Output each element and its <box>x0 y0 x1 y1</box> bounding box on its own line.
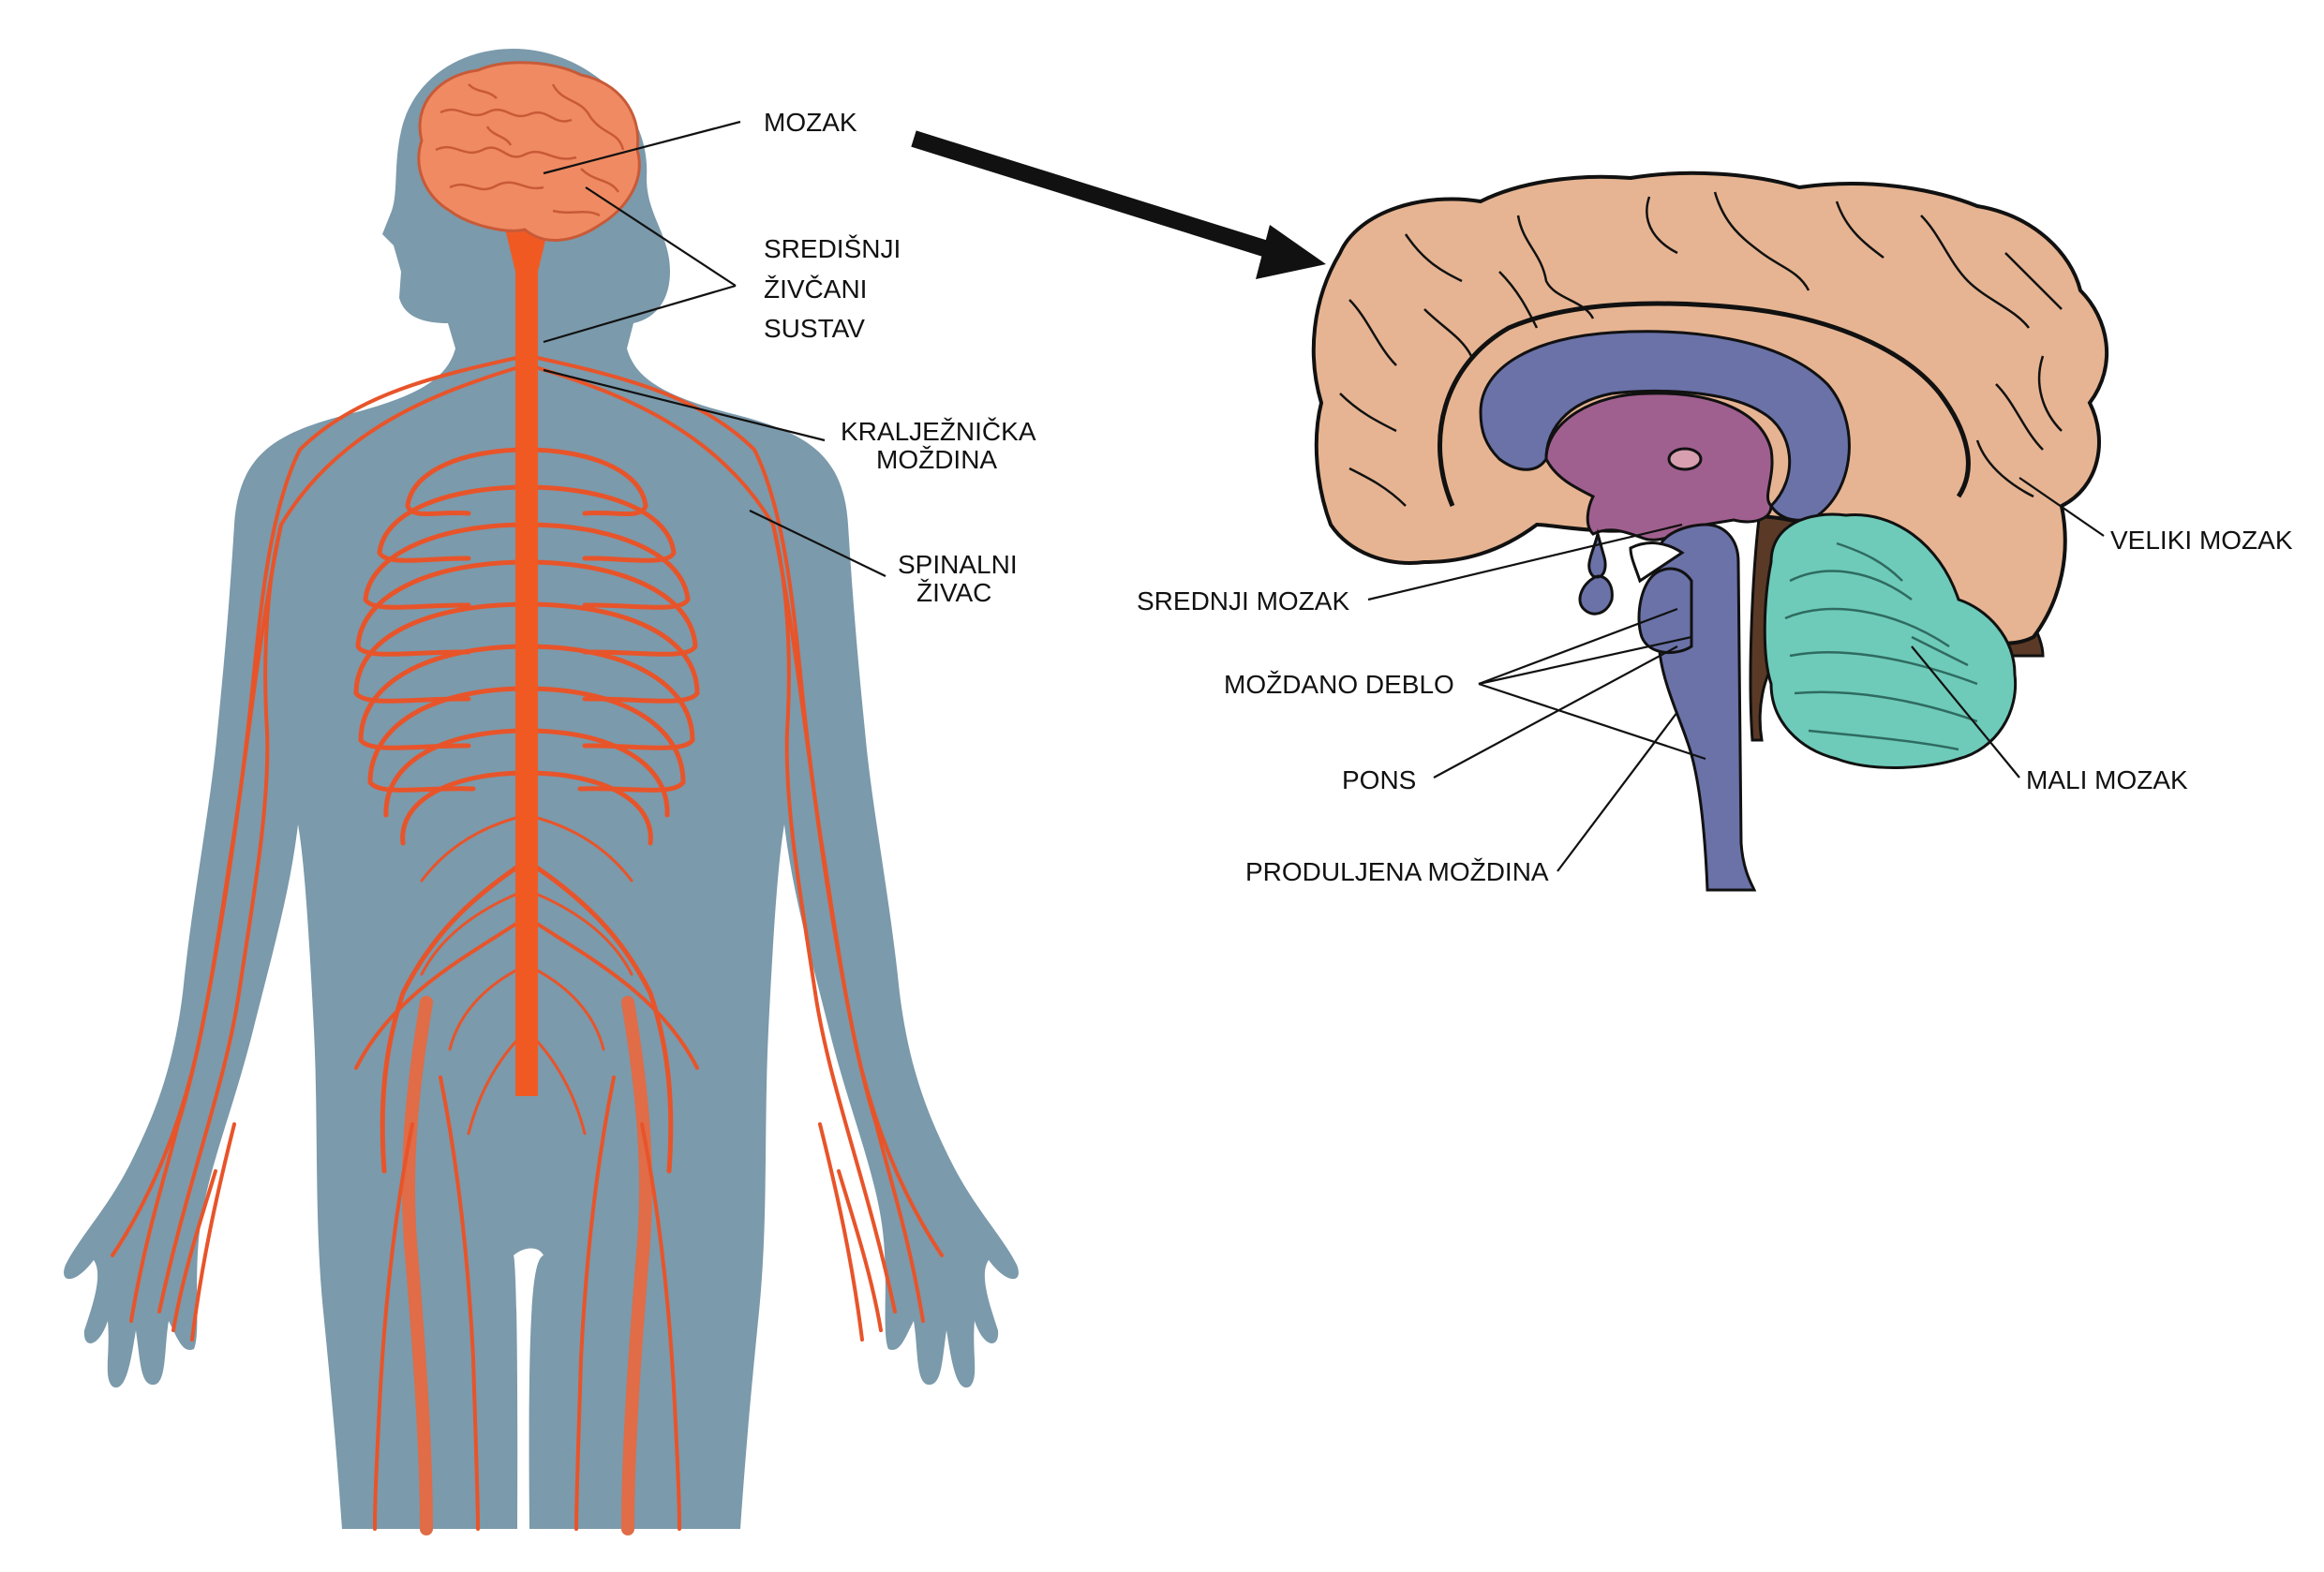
body-labels: MOZAK SREDIŠNJI ŽIVČANI SUSTAV KRALJEŽNI… <box>764 108 1036 607</box>
label-pons: PONS <box>1342 765 1416 794</box>
cingulate-sulcus <box>1438 301 1971 507</box>
label-cerebrum: VELIKI MOZAK <box>2110 526 2293 555</box>
label-spinal-cord-line2: MOŽDINA <box>876 445 997 474</box>
label-spinal-cord-line1: KRALJEŽNIČKA <box>841 417 1036 446</box>
brain-labels: VELIKI MOZAK SREDNJI MOZAK MOŽDANO DEBLO… <box>1137 526 2293 886</box>
body-leader-lines <box>543 120 886 577</box>
label-spinal-nerve-line2: ŽIVAC <box>916 578 991 607</box>
pituitary <box>1578 528 1614 615</box>
brain-sagittal-section <box>1311 171 2109 892</box>
label-cns-line2: ŽIVČANI <box>764 274 867 304</box>
leg-nerves <box>354 859 699 1535</box>
label-spinal-nerve-line1: SPINALNI <box>898 550 1018 579</box>
label-cns-line3: SUSTAV <box>764 314 865 343</box>
leg-gap <box>514 1248 544 1529</box>
fourth-ventricle-gap <box>1629 541 1685 584</box>
arrow <box>911 130 1326 279</box>
cerebrum-gyri <box>1339 191 2063 507</box>
label-midbrain: SREDNJI MOZAK <box>1137 586 1349 615</box>
intercostal-nerves <box>353 447 700 846</box>
diencephalon <box>1544 392 1774 541</box>
human-body-figure <box>64 49 1019 1529</box>
body-silhouette <box>64 49 1019 1529</box>
spinal-cord <box>515 230 538 1096</box>
label-brainstem: MOŽDANO DEBLO <box>1224 670 1454 699</box>
pons <box>1637 567 1693 655</box>
label-cerebellum: MALI MOZAK <box>2026 765 2188 794</box>
cerebellum <box>1763 512 2018 769</box>
cerebellum-folia <box>1784 541 1978 751</box>
label-medulla: PRODULJENA MOŽDINA <box>1245 857 1549 886</box>
brain-leader-lines <box>1367 477 2105 872</box>
label-cns-line1: SREDIŠNJI <box>764 234 901 263</box>
interthalamic-adhesion <box>1667 447 1703 471</box>
label-brain: MOZAK <box>764 108 857 137</box>
brain-small <box>417 61 641 242</box>
